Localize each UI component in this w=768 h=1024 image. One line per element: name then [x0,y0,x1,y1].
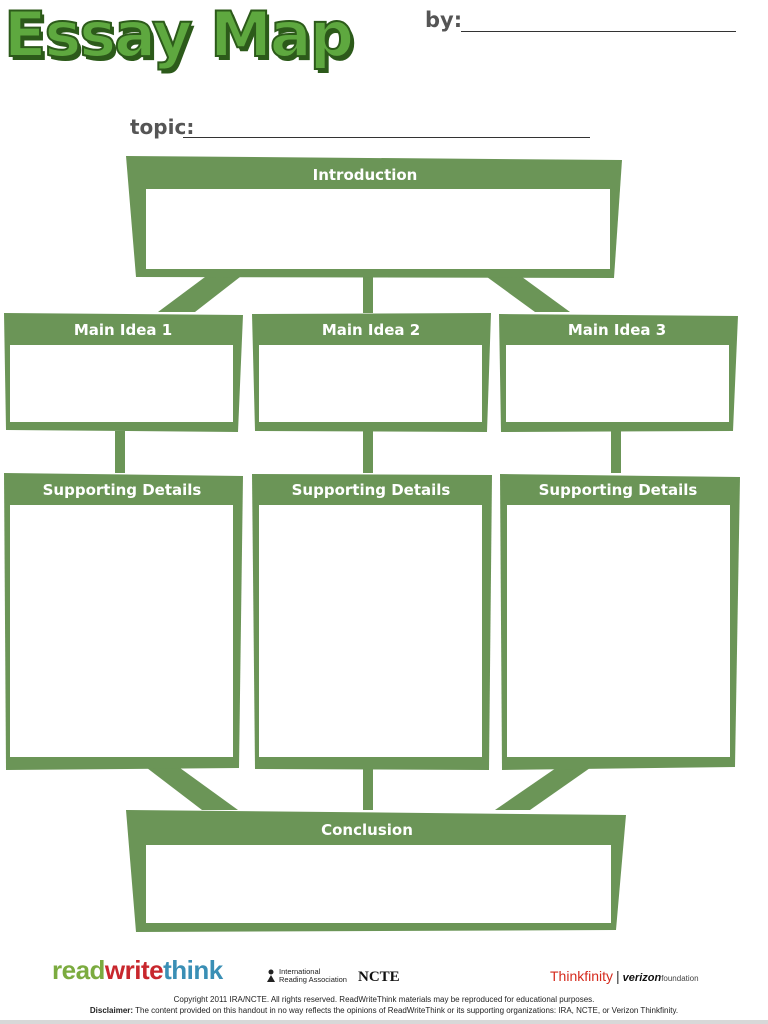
connector-details3-conclusion [495,768,590,810]
supporting-details-3-title: Supporting Details [539,481,698,499]
connector-details1-conclusion [147,768,238,810]
main-idea-3-box: Main Idea 3 [499,314,738,432]
connector-intro-idea1 [158,277,240,312]
thinkfinity-logo: Thinkfinity|verizonfoundation [550,968,699,984]
connector-intro-idea3 [487,277,570,312]
disclaimer-text: Disclaimer: The content provided on this… [89,1006,679,1015]
connector-idea2-details [363,431,373,473]
supporting-details-3-writing-area[interactable] [507,505,730,757]
main-idea-3-title: Main Idea 3 [568,321,666,339]
connector-details2-conclusion [363,768,373,810]
ncte-logo: NCTE [358,969,400,985]
ira-logo: International Reading Association [266,968,347,984]
supporting-details-1-box: Supporting Details [4,473,243,770]
conclusion-title: Conclusion [321,821,413,839]
introduction-writing-area[interactable] [146,189,610,269]
main-idea-2-box: Main Idea 2 [252,313,491,432]
supporting-details-1-title: Supporting Details [43,481,202,499]
topic-line[interactable] [183,137,590,138]
conclusion-writing-area[interactable] [146,845,611,923]
main-idea-1-box: Main Idea 1 [4,313,243,432]
supporting-details-3-box: Supporting Details [500,474,740,770]
supporting-details-2-box: Supporting Details [252,474,492,770]
main-idea-1-writing-area[interactable] [10,345,233,422]
conclusion-box: Conclusion [126,810,626,932]
connectors [115,277,621,810]
page-bottom-edge [0,1020,768,1024]
main-idea-3-writing-area[interactable] [506,345,729,422]
supporting-details-2-writing-area[interactable] [259,505,482,757]
author-label: by: [425,8,463,32]
supporting-details-1-writing-area[interactable] [10,505,233,757]
page-title: Essay Map [3,0,355,71]
ira-mark-icon [267,969,275,982]
author-line[interactable] [461,31,736,32]
introduction-title: Introduction [313,166,418,184]
readwritethink-logo: readwritethink [52,955,223,985]
topic-label: topic: [130,115,195,139]
main-idea-2-writing-area[interactable] [259,345,482,422]
connector-intro-idea2 [363,277,373,313]
main-idea-2-title: Main Idea 2 [322,321,420,339]
footer: readwritethink International Reading Ass… [0,955,768,1024]
verizon-logo: verizon [622,972,662,984]
supporting-details-2-title: Supporting Details [292,481,451,499]
introduction-box: Introduction [126,156,622,278]
connector-idea1-details [115,431,125,473]
copyright-text: Copyright 2011 IRA/NCTE. All rights rese… [173,995,595,1004]
main-idea-1-title: Main Idea 1 [74,321,172,339]
connector-idea3-details [611,431,621,473]
